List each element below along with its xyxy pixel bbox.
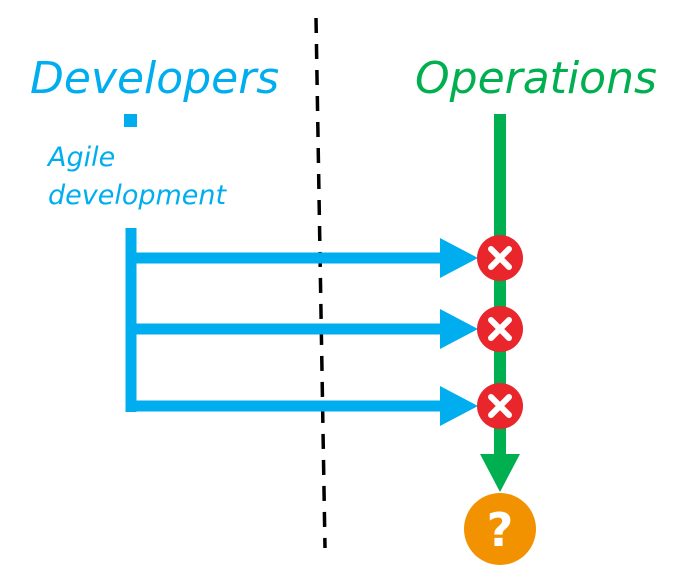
release-arrow-3-head xyxy=(440,386,478,426)
operations-heading: Operations xyxy=(415,53,657,104)
question-mark-glyph: ? xyxy=(487,503,514,557)
blocked-x-icon xyxy=(477,383,523,429)
operations-arrow-head xyxy=(480,454,520,492)
release-arrow-1-head xyxy=(440,238,478,278)
question-mark-icon: ? xyxy=(464,493,536,565)
release-arrow-2-head xyxy=(440,309,478,349)
wall-divider xyxy=(314,17,327,549)
developers-heading: Developers xyxy=(30,53,279,104)
agile-label-line1: Agile xyxy=(46,142,115,173)
agile-label-line2: development xyxy=(48,180,228,211)
developer-marker xyxy=(124,114,137,127)
blocked-x-icon xyxy=(477,306,523,352)
blocked-x-icon xyxy=(477,235,523,281)
